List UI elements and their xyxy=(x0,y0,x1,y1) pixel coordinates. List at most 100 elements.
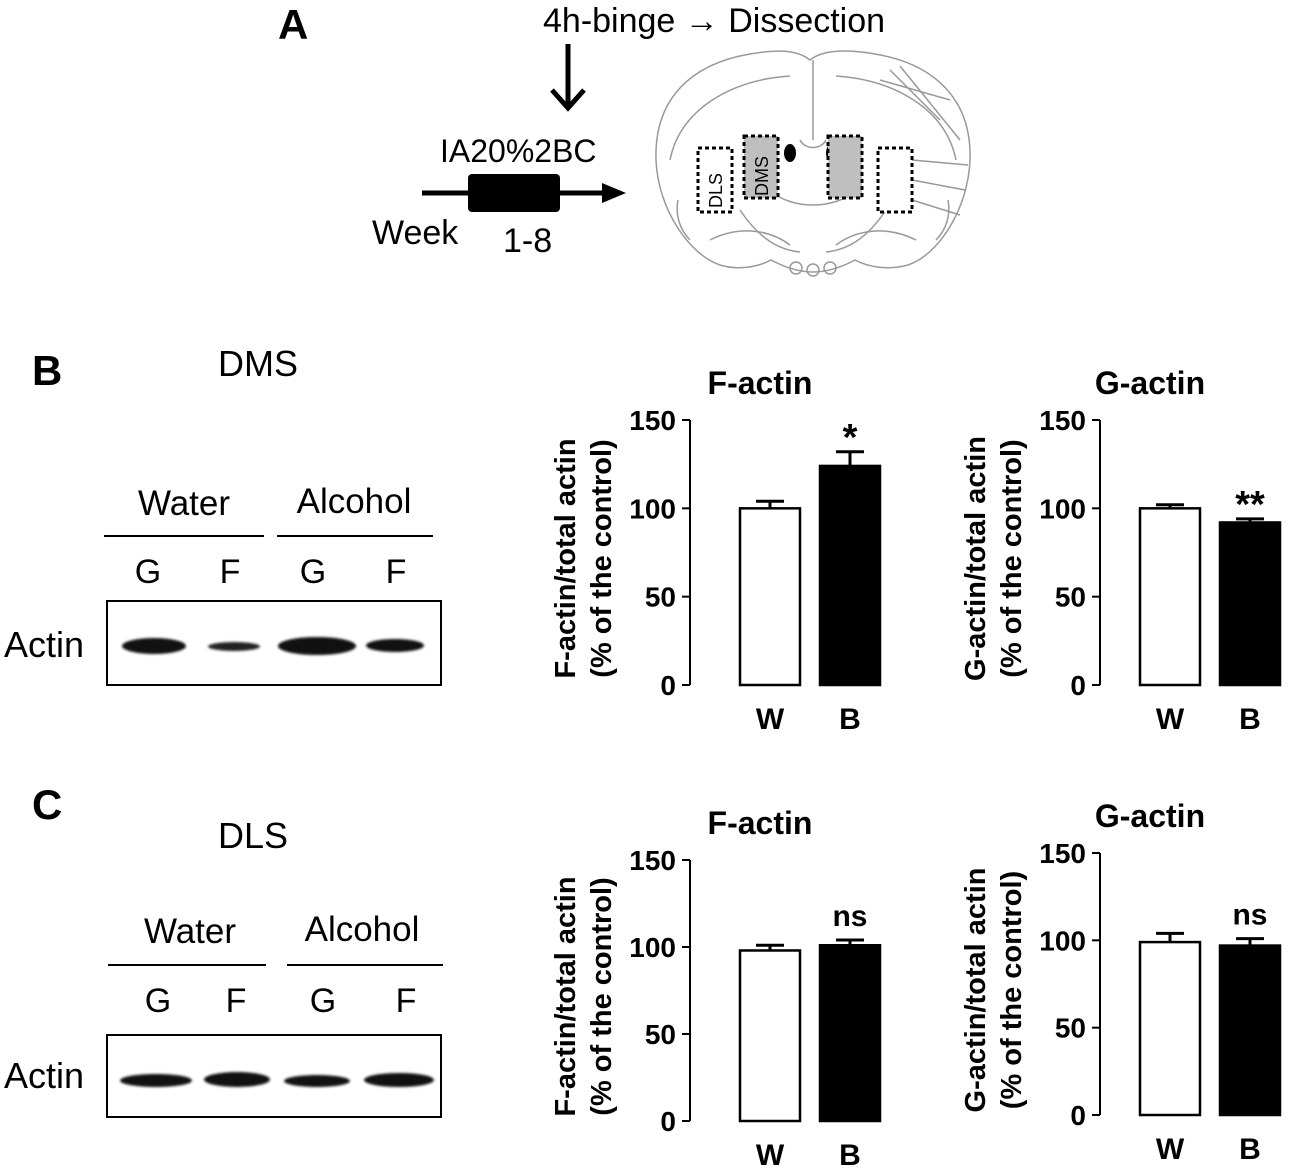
dls-region-label: DLS xyxy=(706,173,726,208)
panel-b-lane-3: G xyxy=(299,553,327,591)
y-axis-label: (% of the control) xyxy=(996,439,1028,677)
x-tick-label: W xyxy=(1156,1133,1185,1166)
dms-left-box xyxy=(742,134,780,200)
y-tick-label: 0 xyxy=(660,670,676,701)
dls-right-box xyxy=(876,146,914,214)
bar xyxy=(1218,944,1282,1117)
y-tick-label: 0 xyxy=(1070,670,1086,701)
y-tick-label: 150 xyxy=(629,845,676,876)
panel-c-group-water: Water xyxy=(143,912,237,951)
blot-band xyxy=(122,638,186,654)
panel-b-lane-2: F xyxy=(219,553,241,591)
blot-band xyxy=(366,639,424,652)
week-range-label: 1-8 xyxy=(503,222,553,260)
y-tick-label: 150 xyxy=(1039,405,1086,436)
y-axis-label: (% of the control) xyxy=(586,877,618,1115)
y-tick-label: 0 xyxy=(1070,1100,1086,1131)
protocol-label: IA20%2BC xyxy=(440,133,597,169)
bar xyxy=(1138,507,1202,687)
x-tick-label: W xyxy=(1156,703,1185,736)
brain-outline xyxy=(655,50,971,273)
x-tick-label: W xyxy=(756,703,785,736)
y-axis-label: G-actin/total actin xyxy=(960,868,992,1113)
y-tick-label: 50 xyxy=(645,1019,676,1050)
timeline-bar xyxy=(468,174,560,212)
panel-c-alcohol-rule xyxy=(287,964,443,966)
y-axis-label: F-actin/total actin xyxy=(550,438,582,678)
bar xyxy=(818,944,882,1123)
panel-c-blot-label: Actin xyxy=(4,1055,85,1096)
panel-b-water-rule xyxy=(104,535,264,537)
chart-title: F-actin xyxy=(708,365,813,401)
panel-b-group-alcohol: Alcohol xyxy=(296,482,412,521)
dms-right-box xyxy=(826,134,864,200)
panel-b-western-blot xyxy=(106,600,442,686)
down-arrow-head xyxy=(550,88,586,112)
panel-c-region-title: DLS xyxy=(218,815,289,856)
bar xyxy=(738,949,802,1123)
timeline-arrow-head xyxy=(602,183,626,203)
panel-c-lane-4: F xyxy=(395,982,417,1020)
timeline-top-label: 4h-binge → Dissection xyxy=(543,2,886,40)
blot-band xyxy=(364,1073,434,1087)
x-tick-label: B xyxy=(1239,1133,1261,1166)
y-axis-label: (% of the control) xyxy=(586,439,618,677)
x-tick-label: B xyxy=(839,703,861,736)
left-ventricle xyxy=(784,144,796,162)
panel-b-group-water: Water xyxy=(137,484,231,523)
panel-b-region-title: DMS xyxy=(218,343,298,384)
panel-b-lane-1: G xyxy=(134,553,162,591)
panel-b-alcohol-rule xyxy=(277,535,433,537)
dls-left-box xyxy=(696,146,734,214)
panel-a-letter: A xyxy=(278,1,309,48)
bar xyxy=(738,507,802,687)
x-tick-label: W xyxy=(756,1139,785,1168)
y-tick-label: 50 xyxy=(1055,582,1086,613)
significance-label: * xyxy=(843,417,858,459)
blot-band xyxy=(120,1074,192,1087)
y-tick-label: 50 xyxy=(1055,1013,1086,1044)
blot-band xyxy=(278,637,356,655)
blot-band xyxy=(208,642,260,651)
y-axis-label: F-actin/total actin xyxy=(550,876,582,1116)
y-tick-label: 100 xyxy=(629,932,676,963)
panel-c-lane-3: G xyxy=(309,982,337,1020)
panel-b-blot-label: Actin xyxy=(4,624,85,665)
y-tick-label: 50 xyxy=(645,582,676,613)
brain-section-illustration: DLS DMS xyxy=(655,50,971,277)
x-tick-label: B xyxy=(839,1139,861,1168)
significance-label: ns xyxy=(832,900,867,933)
dms-region-label: DMS xyxy=(752,156,772,196)
y-tick-label: 100 xyxy=(629,493,676,524)
bar xyxy=(1138,940,1202,1117)
panel-c-group-alcohol: Alcohol xyxy=(304,910,420,949)
blot-band xyxy=(284,1075,350,1087)
chart-title: G-actin xyxy=(1095,365,1205,401)
y-tick-label: 150 xyxy=(1039,838,1086,869)
y-tick-label: 100 xyxy=(1039,925,1086,956)
x-tick-label: B xyxy=(1239,703,1261,736)
chart-title: G-actin xyxy=(1095,798,1205,834)
significance-label: ns xyxy=(1232,899,1267,932)
panel-c-lane-2: F xyxy=(225,982,247,1020)
panel-c-lane-1: G xyxy=(144,982,172,1020)
significance-label: ** xyxy=(1235,484,1265,526)
panel-b-letter: B xyxy=(32,347,63,394)
y-axis-label: G-actin/total actin xyxy=(960,436,992,681)
blot-band xyxy=(204,1072,270,1087)
y-tick-label: 100 xyxy=(1039,493,1086,524)
panel-b-lane-4: F xyxy=(385,553,407,591)
week-label: Week xyxy=(372,214,459,252)
panel-c-water-rule xyxy=(108,964,266,966)
y-tick-label: 0 xyxy=(660,1106,676,1137)
bar xyxy=(818,464,882,687)
y-tick-label: 150 xyxy=(629,405,676,436)
panel-c-western-blot xyxy=(106,1034,442,1118)
timeline-diagram xyxy=(422,44,626,212)
chart-title: F-actin xyxy=(708,805,813,841)
bar xyxy=(1218,521,1282,687)
